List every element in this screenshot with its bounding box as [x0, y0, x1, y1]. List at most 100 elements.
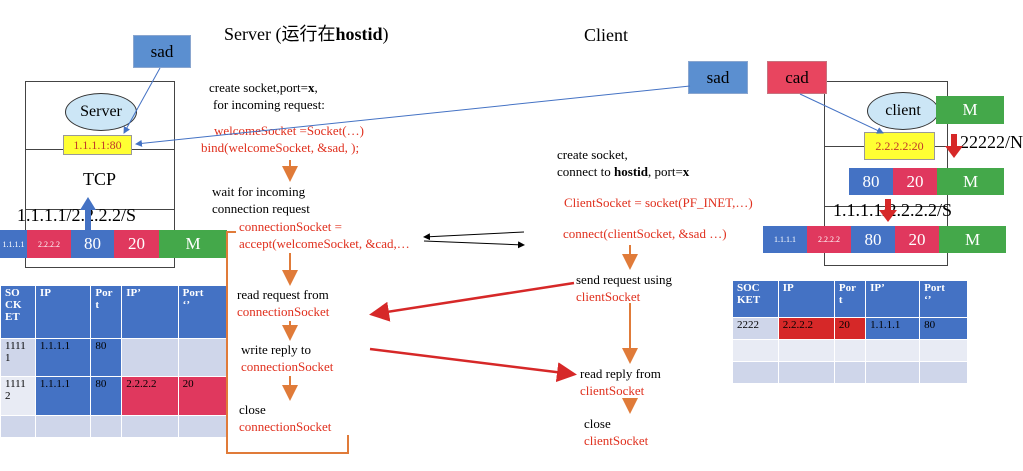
client-bar2-message: M — [939, 226, 1006, 253]
server-cell — [121, 415, 179, 438]
server-title-text: Server (运行在 — [224, 24, 336, 44]
server-step-write: write reply to connectionSocket — [241, 341, 333, 375]
server-address-box: 1.1.1.1:80 — [63, 135, 132, 155]
client-th-ip: IP — [777, 280, 835, 318]
client-bar1-message: M — [937, 168, 1004, 195]
table-row — [732, 361, 968, 384]
client-th-ip2: IP’ — [865, 280, 921, 318]
server-step-create: create socket,port=x, for incoming reque… — [209, 79, 325, 113]
client-step-read: read reply from clientSocket — [580, 365, 661, 399]
server-th-socket: SO CK ET — [0, 285, 36, 339]
server-sad-box: sad — [133, 35, 191, 68]
server-read-line1: read request from — [237, 287, 329, 302]
server-code-bind: bind(welcomeSocket, &sad, ); — [201, 140, 360, 155]
server-cell: 80 — [90, 376, 123, 416]
server-cell: 80 — [90, 338, 123, 377]
server-bar-ip2: 2.2.2.2 — [27, 230, 71, 258]
server-create-text: create socket,port= — [209, 80, 309, 95]
client-bar1-port1: 80 — [849, 168, 893, 195]
client-close-line1: close — [584, 416, 611, 431]
client-cad-pointer — [799, 93, 884, 134]
table-row: 1111 2 1.1.1.1 80 2.2.2.2 20 — [0, 376, 229, 416]
client-bar1-port2: 20 — [893, 168, 937, 195]
server-cell: 1111 2 — [0, 376, 36, 416]
server-bar-port2: 20 — [114, 230, 159, 258]
server-cell — [121, 338, 179, 377]
request-arrow — [369, 281, 575, 322]
server-step-wait: wait for incoming connection request — [212, 183, 310, 217]
server-write-line1: write reply to — [241, 342, 312, 357]
server-read-line2: connectionSocket — [237, 304, 330, 319]
client-cell — [777, 339, 835, 362]
server-up-arrow — [80, 197, 96, 230]
client-down-arrow-2 — [879, 199, 897, 222]
server-step-read: read request from connectionSocket — [237, 286, 329, 320]
server-create-line2: for incoming request: — [213, 97, 325, 112]
server-step-accept: connectionSocket = accept(welcomeSocket,… — [239, 218, 410, 252]
client-oval: client — [867, 92, 939, 130]
server-th-ip: IP — [34, 285, 92, 339]
server-create-comma: , — [314, 80, 318, 95]
server-tcp-label: TCP — [83, 169, 117, 189]
client-cad-box: cad — [767, 61, 827, 94]
client-send-line1: send request using — [576, 272, 673, 287]
server-cell: 20 — [177, 376, 229, 416]
server-create-port: x — [308, 80, 315, 95]
client-bar2-port1: 80 — [851, 226, 895, 253]
client-sad-pointer — [135, 85, 691, 147]
client-close-line2: clientSocket — [584, 433, 649, 448]
client-cell — [732, 361, 779, 384]
server-close-line2: connectionSocket — [239, 419, 332, 434]
server-close-line1: close — [239, 402, 266, 417]
client-top-message: M — [936, 96, 1004, 124]
server-step-close: close connectionSocket — [239, 401, 331, 435]
server-sad-pointer — [123, 67, 161, 134]
client-cell — [919, 361, 968, 384]
client-cell — [777, 361, 835, 384]
server-accept-line1: connectionSocket = — [239, 219, 342, 234]
server-loop-line — [226, 231, 349, 454]
client-bar2-ip1: 1.1.1.1 — [763, 226, 807, 253]
client-down-arrow-1 — [945, 134, 963, 158]
server-cell — [34, 415, 92, 438]
client-create-port-text: , port= — [648, 164, 683, 179]
client-create-connect: connect to — [557, 164, 615, 179]
server-accept-line2: accept(welcomeSocket, &cad,… — [239, 236, 410, 251]
client-socket-table: SOC KET IP Por t IP’ Port ‘’ 2222 2.2.2.… — [732, 280, 968, 384]
server-wait-line1: wait for incoming — [212, 184, 306, 199]
server-cell: 2.2.2.2 — [121, 376, 179, 416]
client-create-line1: create socket, — [557, 147, 628, 162]
client-cell: 80 — [919, 317, 968, 340]
client-step-close: close clientSocket — [584, 415, 648, 449]
server-cell: 1111 1 — [0, 338, 36, 377]
server-host-box — [25, 81, 175, 268]
server-th-port2: Port ‘’ — [177, 285, 229, 339]
server-bar-ip1: 1.1.1.1 — [0, 230, 27, 258]
table-row — [0, 415, 229, 438]
client-create-port-value: x — [682, 164, 690, 179]
client-port-label: 22222/N — [960, 132, 1023, 152]
client-step-send: send request using clientSocket — [576, 271, 672, 305]
server-cell: 1.1.1.1 — [34, 376, 92, 416]
server-title-end: ) — [382, 24, 389, 44]
server-cell — [177, 415, 229, 438]
server-oval: Server — [65, 93, 137, 131]
accept-arrow — [423, 240, 525, 249]
client-send-line2: clientSocket — [576, 289, 641, 304]
server-th-port: Por t — [90, 285, 123, 339]
client-th-socket: SOC KET — [732, 280, 779, 318]
client-th-port: Por t — [833, 280, 867, 318]
connect-arrow — [423, 231, 525, 241]
reply-arrow — [369, 347, 577, 383]
client-code-socket: ClientSocket = socket(PF_INET,…) — [564, 195, 753, 210]
client-address-box: 2.2.2.2:20 — [864, 132, 935, 160]
client-read-line1: read reply from — [580, 366, 661, 381]
client-read-line2: clientSocket — [580, 383, 645, 398]
server-title-bold: hostid — [335, 24, 383, 44]
server-wait-line2: connection request — [212, 201, 310, 216]
server-bar-port1: 80 — [71, 230, 114, 258]
server-divider-bottom — [25, 209, 175, 210]
client-cell — [865, 339, 921, 362]
server-th-ip2: IP’ — [121, 285, 179, 339]
